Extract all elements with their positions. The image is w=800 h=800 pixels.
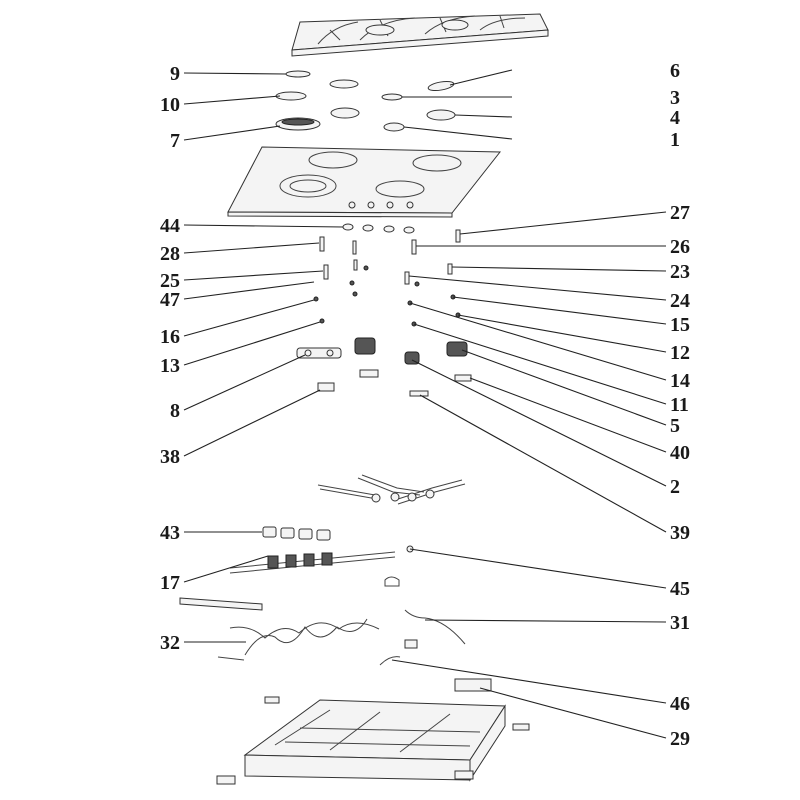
callout-label-32: 32 <box>160 632 180 654</box>
callout-label-24: 24 <box>670 290 690 312</box>
callout-label-6: 6 <box>670 60 680 82</box>
leader-39 <box>419 394 667 533</box>
leader-17 <box>183 555 269 583</box>
leader-8 <box>183 354 306 411</box>
leader-24 <box>408 275 667 301</box>
callout-label-38: 38 <box>160 446 180 468</box>
callout-label-15: 15 <box>670 314 690 336</box>
callout-label-12: 12 <box>670 342 690 364</box>
leader-6 <box>449 69 513 86</box>
callout-label-26: 26 <box>670 236 690 258</box>
callout-label-45: 45 <box>670 578 690 600</box>
leader-27 <box>459 211 667 235</box>
callout-label-1: 1 <box>670 129 680 151</box>
leader-45 <box>409 548 667 589</box>
callout-label-11: 11 <box>670 394 689 416</box>
leader-16 <box>183 299 315 337</box>
leader-11 <box>413 323 667 405</box>
leader-lines <box>183 69 667 739</box>
leader-46 <box>391 659 667 704</box>
callout-label-28: 28 <box>160 243 180 265</box>
leader-10 <box>183 95 281 105</box>
leader-28 <box>183 242 320 254</box>
wiring-harness <box>217 609 466 666</box>
leader-38 <box>183 389 321 457</box>
callout-label-43: 43 <box>160 522 180 544</box>
callout-label-8: 8 <box>170 400 180 422</box>
knob-seals <box>342 223 415 234</box>
callout-label-10: 10 <box>160 94 180 116</box>
callout-label-23: 23 <box>670 261 690 283</box>
pan-support-grate <box>291 13 549 57</box>
callout-label-29: 29 <box>670 728 690 750</box>
leader-1 <box>403 126 513 140</box>
leader-40 <box>469 377 667 453</box>
leader-23 <box>451 266 667 272</box>
callout-label-44: 44 <box>160 215 180 237</box>
leader-44 <box>183 224 344 228</box>
callout-label-47: 47 <box>160 289 180 311</box>
callout-label-3: 3 <box>670 87 680 109</box>
leader-2 <box>411 359 667 487</box>
leader-14 <box>409 302 667 381</box>
leader-31 <box>424 619 667 623</box>
leader-13 <box>183 321 321 366</box>
callout-label-16: 16 <box>160 326 180 348</box>
gas-valves <box>296 337 472 397</box>
gas-pipes <box>317 474 466 505</box>
base-tray <box>216 678 530 785</box>
leader-47 <box>183 281 315 300</box>
leader-12 <box>457 314 667 353</box>
callout-label-9: 9 <box>170 63 180 85</box>
callout-label-17: 17 <box>160 572 180 594</box>
part-number-labels: 9107442825471613838431732634127262324151… <box>160 60 690 750</box>
leader-9 <box>183 72 287 75</box>
callout-label-40: 40 <box>670 442 690 464</box>
callout-label-7: 7 <box>170 130 180 152</box>
callout-label-25: 25 <box>160 270 180 292</box>
control-knobs <box>262 526 331 541</box>
callout-label-14: 14 <box>670 370 690 392</box>
leader-5 <box>461 349 667 426</box>
callout-label-46: 46 <box>670 693 690 715</box>
callout-label-5: 5 <box>670 415 680 437</box>
glass-cooktop <box>227 146 502 218</box>
leader-29 <box>479 687 667 739</box>
callout-label-27: 27 <box>670 202 690 224</box>
callout-label-31: 31 <box>670 612 690 634</box>
front-rail <box>179 597 263 611</box>
leader-15 <box>452 296 667 325</box>
callout-label-2: 2 <box>670 476 680 498</box>
leader-25 <box>183 270 324 281</box>
callout-label-13: 13 <box>160 355 180 377</box>
callout-label-39: 39 <box>670 522 690 544</box>
leader-4 <box>454 114 513 118</box>
burner-caps <box>275 70 456 132</box>
leader-7 <box>183 125 281 141</box>
gas-rail <box>229 545 414 587</box>
callout-label-4: 4 <box>670 107 680 129</box>
